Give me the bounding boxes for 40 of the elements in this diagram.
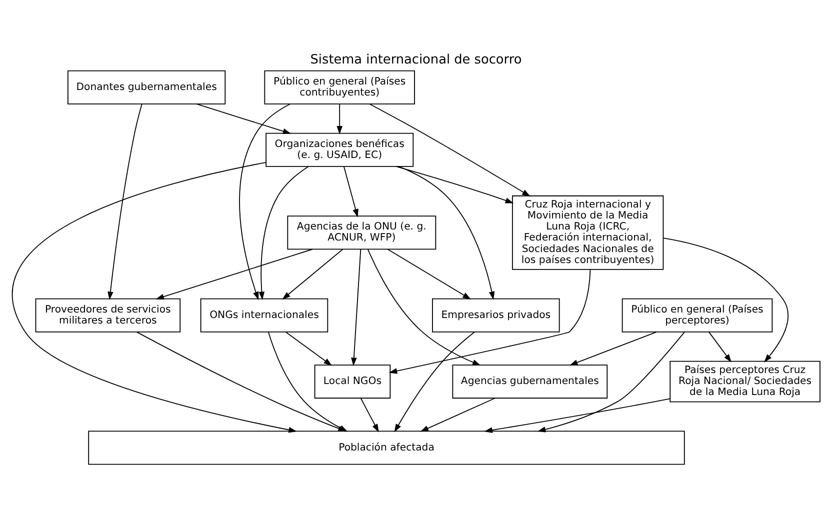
node-box: Agencias gubernamentales xyxy=(452,364,608,398)
arrow xyxy=(108,103,142,300)
arrow xyxy=(369,103,530,196)
node-box: Proveedores de servicios militares a terceros xyxy=(35,298,181,332)
arrow xyxy=(394,331,475,432)
arrow xyxy=(239,103,291,300)
arrow xyxy=(396,166,514,203)
node-box: Países perceptores Cruz Roja Nacional/ Sociedades de la Media Luna Roja xyxy=(670,360,820,402)
node-box: Público en general (Países contribuyentes) xyxy=(264,70,415,104)
arrow xyxy=(537,331,685,432)
arrow xyxy=(12,161,297,432)
arrow xyxy=(336,103,342,134)
node-box: Población afectada xyxy=(88,430,685,464)
arrow xyxy=(344,166,358,217)
arrow xyxy=(484,398,671,432)
node-box: Organizaciones benéficas (e. g. USAID, EC) xyxy=(266,132,414,166)
diagram-title: Sistema internacional de socorro xyxy=(310,52,522,68)
arrow xyxy=(258,166,309,300)
arrow xyxy=(387,248,471,299)
node-box: Empresarios privados xyxy=(432,298,560,332)
arrow xyxy=(388,268,591,374)
node-box: Local NGOs xyxy=(314,364,391,398)
arrow xyxy=(351,248,362,366)
arrow xyxy=(662,237,788,362)
arrow xyxy=(398,166,495,300)
node-box: Público en general (Países perceptores) xyxy=(622,298,773,332)
arrow xyxy=(420,397,496,432)
arrow xyxy=(708,331,732,362)
arrow xyxy=(282,248,344,300)
node-box: Agencias de la ONU (e. g. ACNUR, WFP) xyxy=(287,215,436,250)
arrow xyxy=(368,248,481,365)
arrow xyxy=(360,397,379,432)
arrow xyxy=(156,248,313,299)
arrow xyxy=(196,103,292,134)
node-box: Cruz Roja internacional y Movimiento de la Media Luna Roja (ICRC, Federación internacional, Sociedades Nacionales de los países contribuyentes) xyxy=(512,194,664,270)
arrow xyxy=(569,331,657,365)
arrow xyxy=(136,331,346,432)
node-box: ONGs internacionales xyxy=(200,298,328,332)
arrow xyxy=(286,331,332,366)
node-box: Donantes gubernamentales xyxy=(67,70,226,104)
